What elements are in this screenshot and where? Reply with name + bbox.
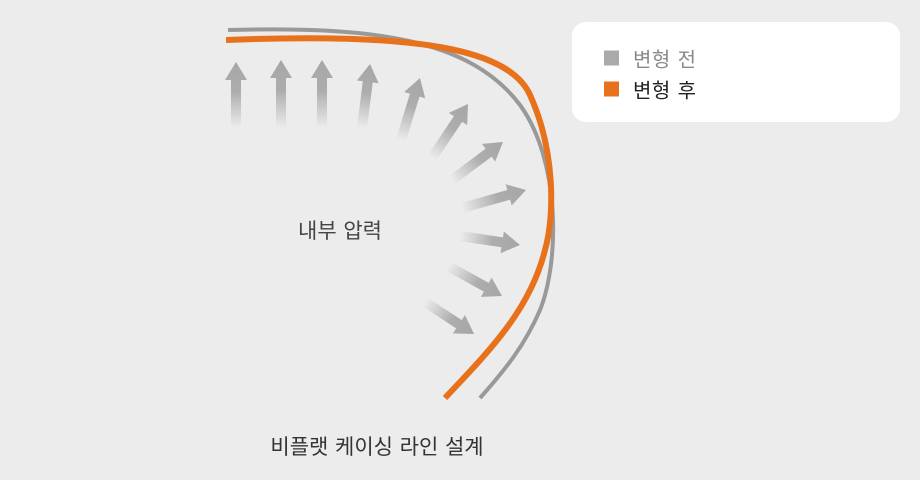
pressure-arrow xyxy=(225,62,247,128)
pressure-arrow xyxy=(427,104,468,161)
casing-line-before xyxy=(227,27,556,400)
pressure-arrow xyxy=(449,142,503,185)
pressure-arrow xyxy=(356,63,379,129)
legend-label-after: 변형 후 xyxy=(633,78,697,103)
diagram-caption: 비플랫 케이싱 라인 설계 xyxy=(270,435,484,459)
legend-label-before: 변형 전 xyxy=(633,47,697,72)
legend-swatch-before xyxy=(604,50,619,66)
pressure-arrow xyxy=(396,77,426,142)
legend-item-after: 변형 후 xyxy=(604,75,697,104)
legend-item-before: 변형 전 xyxy=(604,44,697,73)
pressure-arrow xyxy=(459,231,520,254)
pressure-arrows xyxy=(225,60,527,334)
casing-line-after xyxy=(225,35,555,401)
legend-swatch-after xyxy=(604,81,619,97)
pressure-arrow xyxy=(270,60,292,128)
legend: 변형 전 변형 후 xyxy=(572,22,900,122)
pressure-arrow xyxy=(311,60,333,128)
pressure-arrow xyxy=(422,297,475,334)
pressure-arrow xyxy=(445,261,503,297)
pressure-arrow xyxy=(460,184,527,213)
internal-pressure-label: 내부 압력 xyxy=(298,219,382,243)
